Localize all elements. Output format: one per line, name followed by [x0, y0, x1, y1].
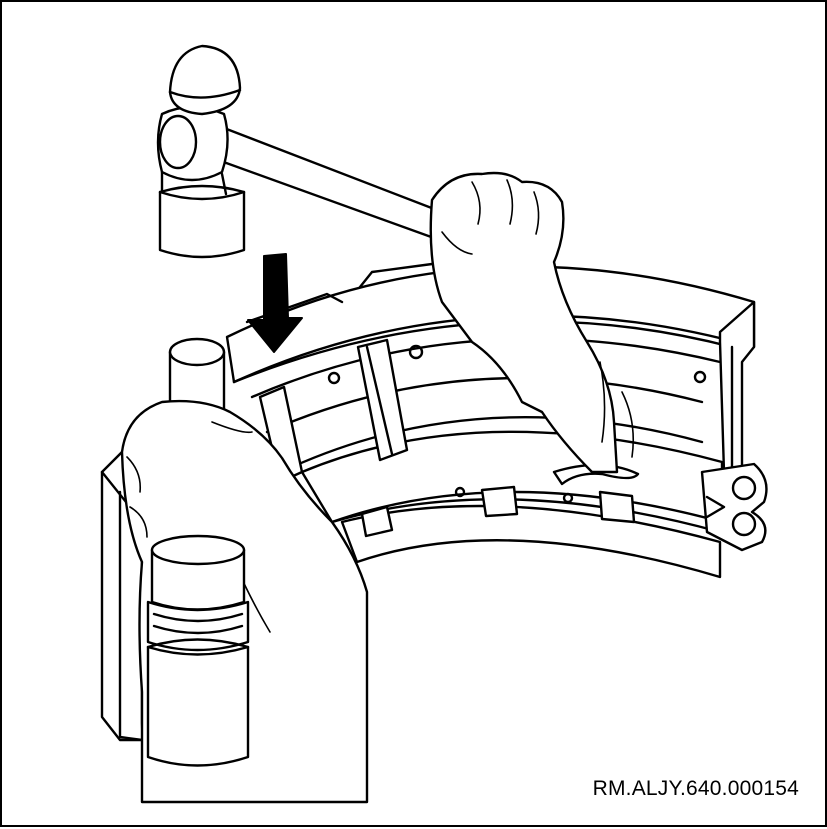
support-block	[100, 430, 144, 742]
figure-reference-code: RM.ALJY.640.000154	[592, 777, 799, 800]
anchor-pin-end	[700, 462, 768, 552]
brake-shoe	[225, 262, 756, 579]
right-hand	[429, 171, 635, 474]
hammer	[156, 44, 444, 259]
strike-direction-arrow-icon	[247, 253, 303, 353]
socket-tool	[146, 534, 250, 767]
